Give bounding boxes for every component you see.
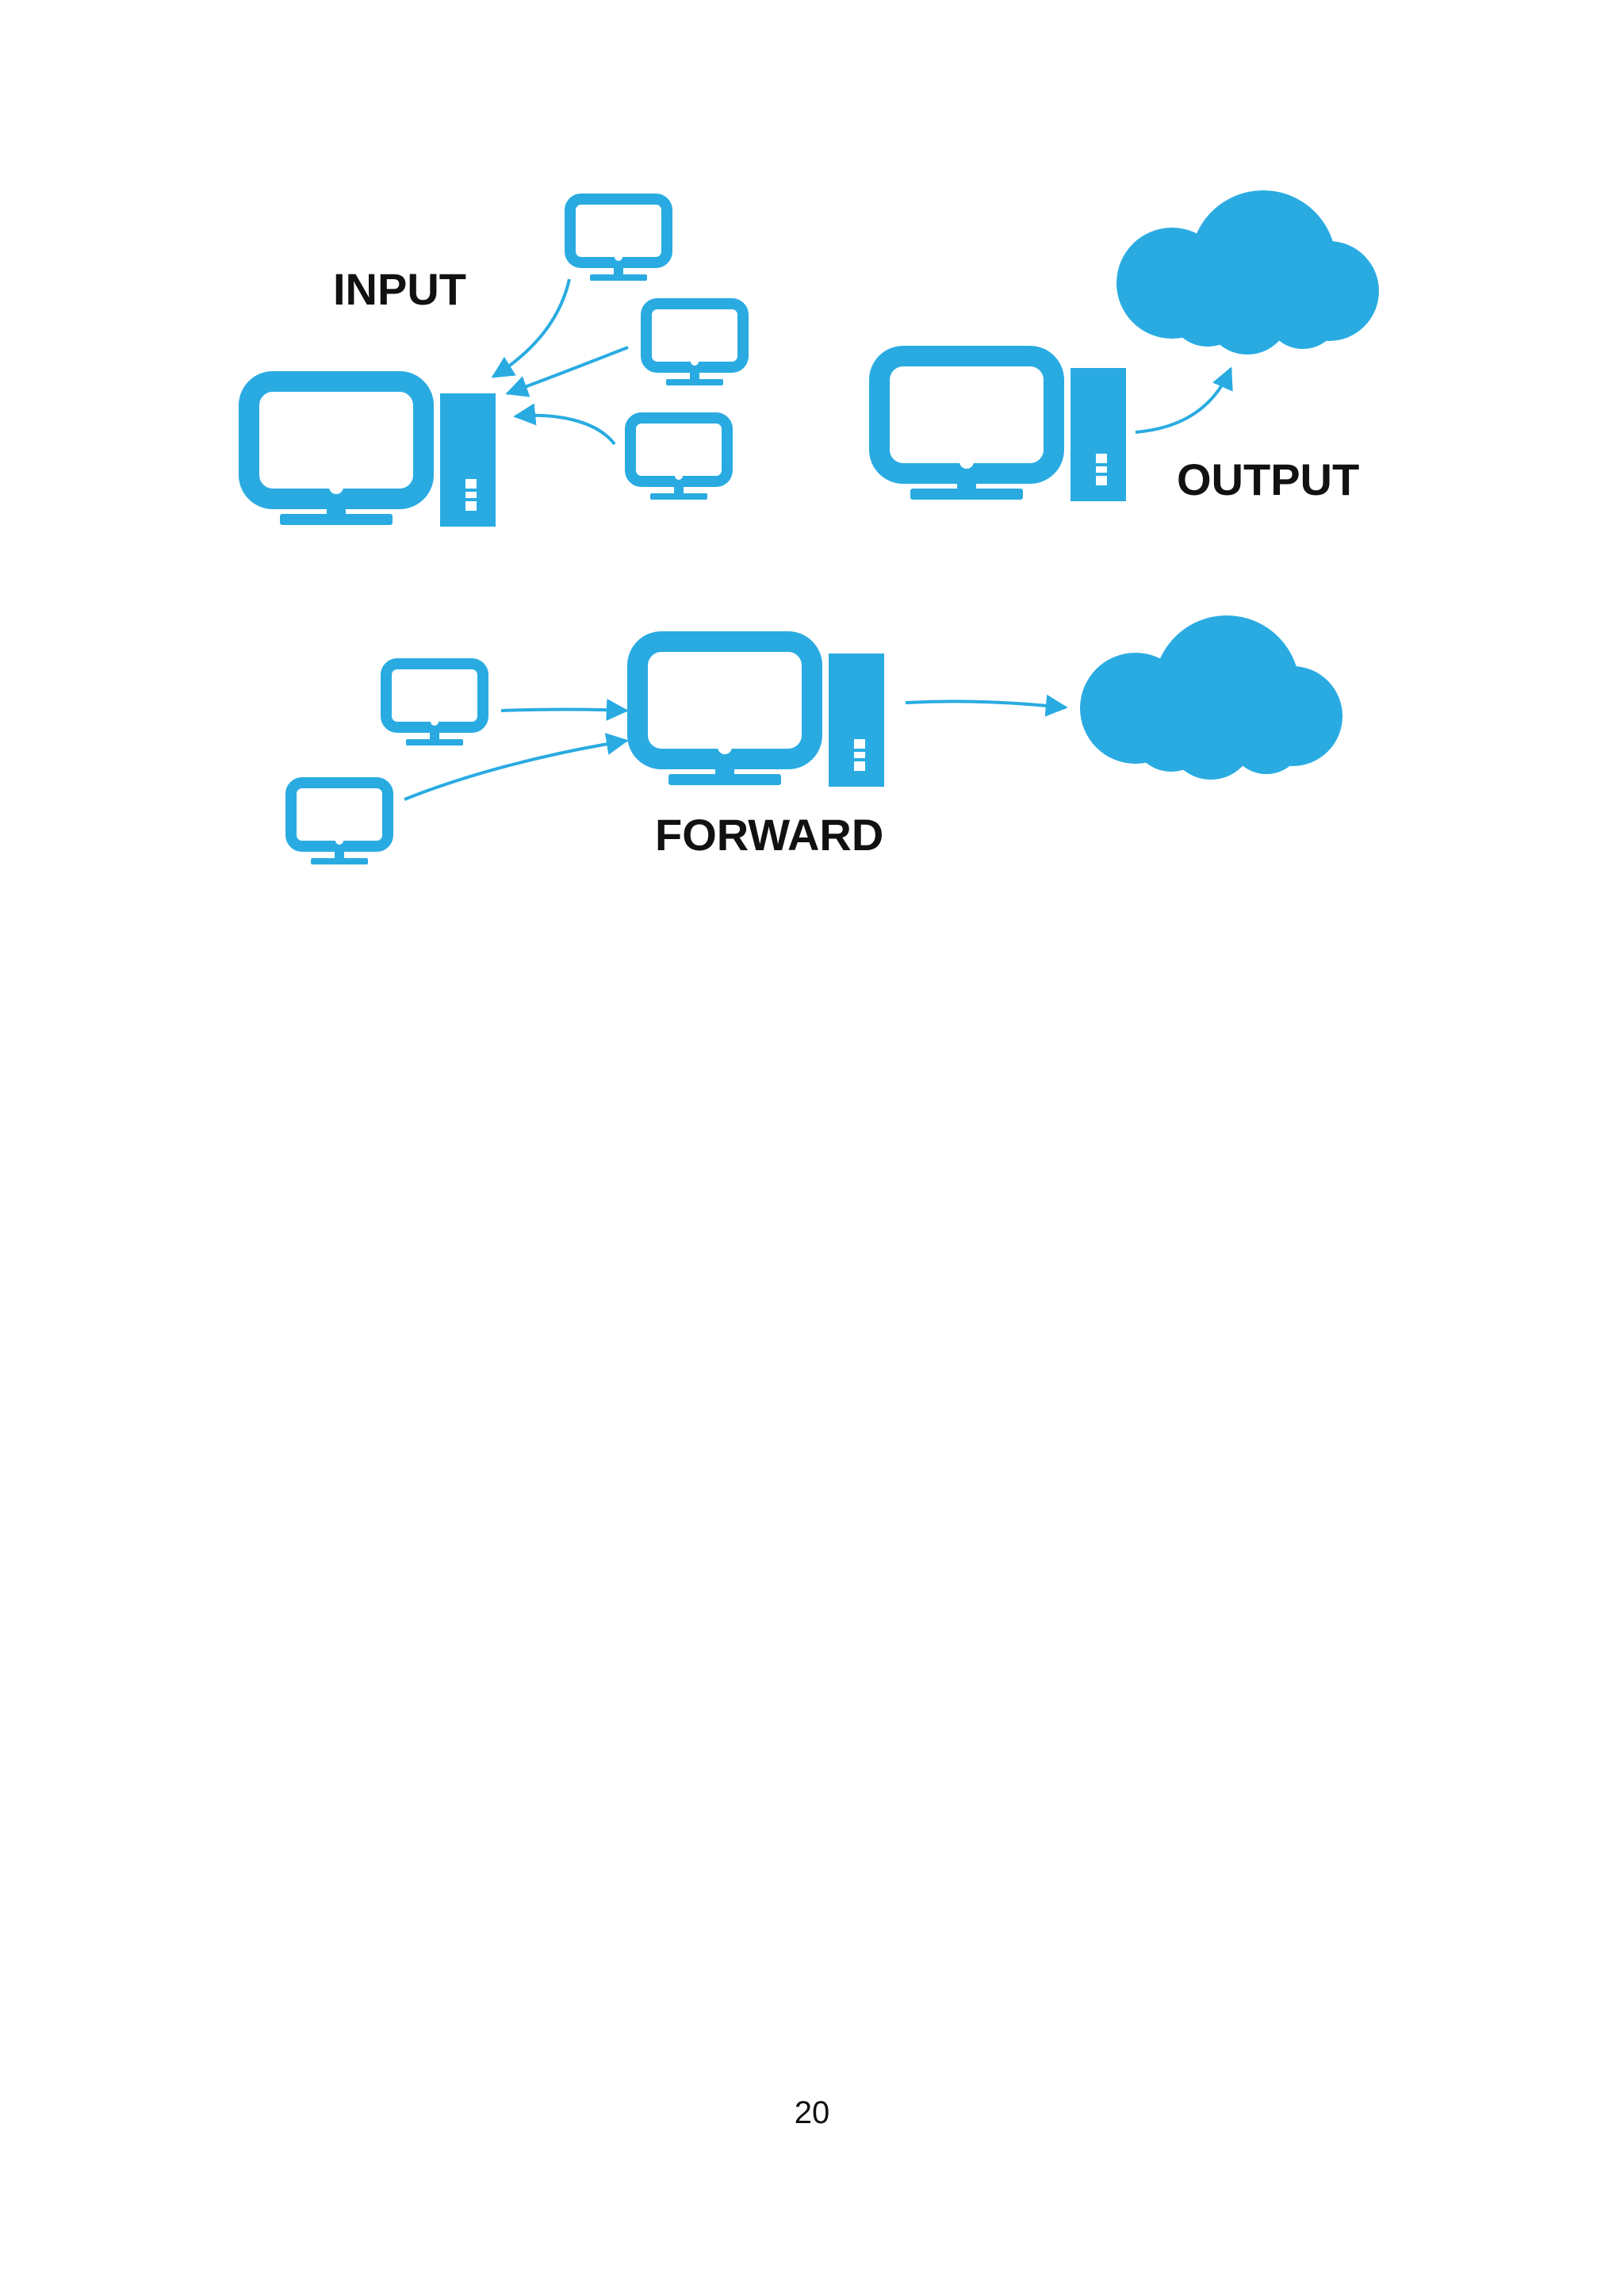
forward-arrow-out [905,694,1068,717]
forward-arrow-in-1 [500,699,629,721]
input-client-monitor-icon-1 [570,199,667,281]
forward-section [291,615,1342,864]
output-label: OUTPUT [1177,454,1360,504]
input-client-monitor-icon-3 [630,418,727,500]
forward-main-computer-icon [638,642,884,787]
input-label: INPUT [333,264,466,314]
forward-cloud-icon [1080,615,1342,780]
forward-arrow-in-2 [404,733,629,801]
output-arrow [1135,366,1233,434]
output-main-computer-icon [879,356,1126,501]
forward-client-monitor-icon-1 [386,664,483,746]
forward-label: FORWARD [655,810,884,860]
page-number: 20 [794,2095,830,2130]
output-section [879,190,1379,501]
firewall-chains-diagram [0,190,1379,952]
output-cloud-icon [1116,190,1379,355]
input-section [249,199,743,527]
input-main-computer-icon [249,381,496,527]
input-arrow-2 [505,346,629,397]
forward-client-monitor-icon-2 [291,783,388,864]
input-client-monitor-icon-2 [646,304,743,385]
input-arrow-3 [513,403,616,446]
input-arrow-1 [491,278,571,378]
